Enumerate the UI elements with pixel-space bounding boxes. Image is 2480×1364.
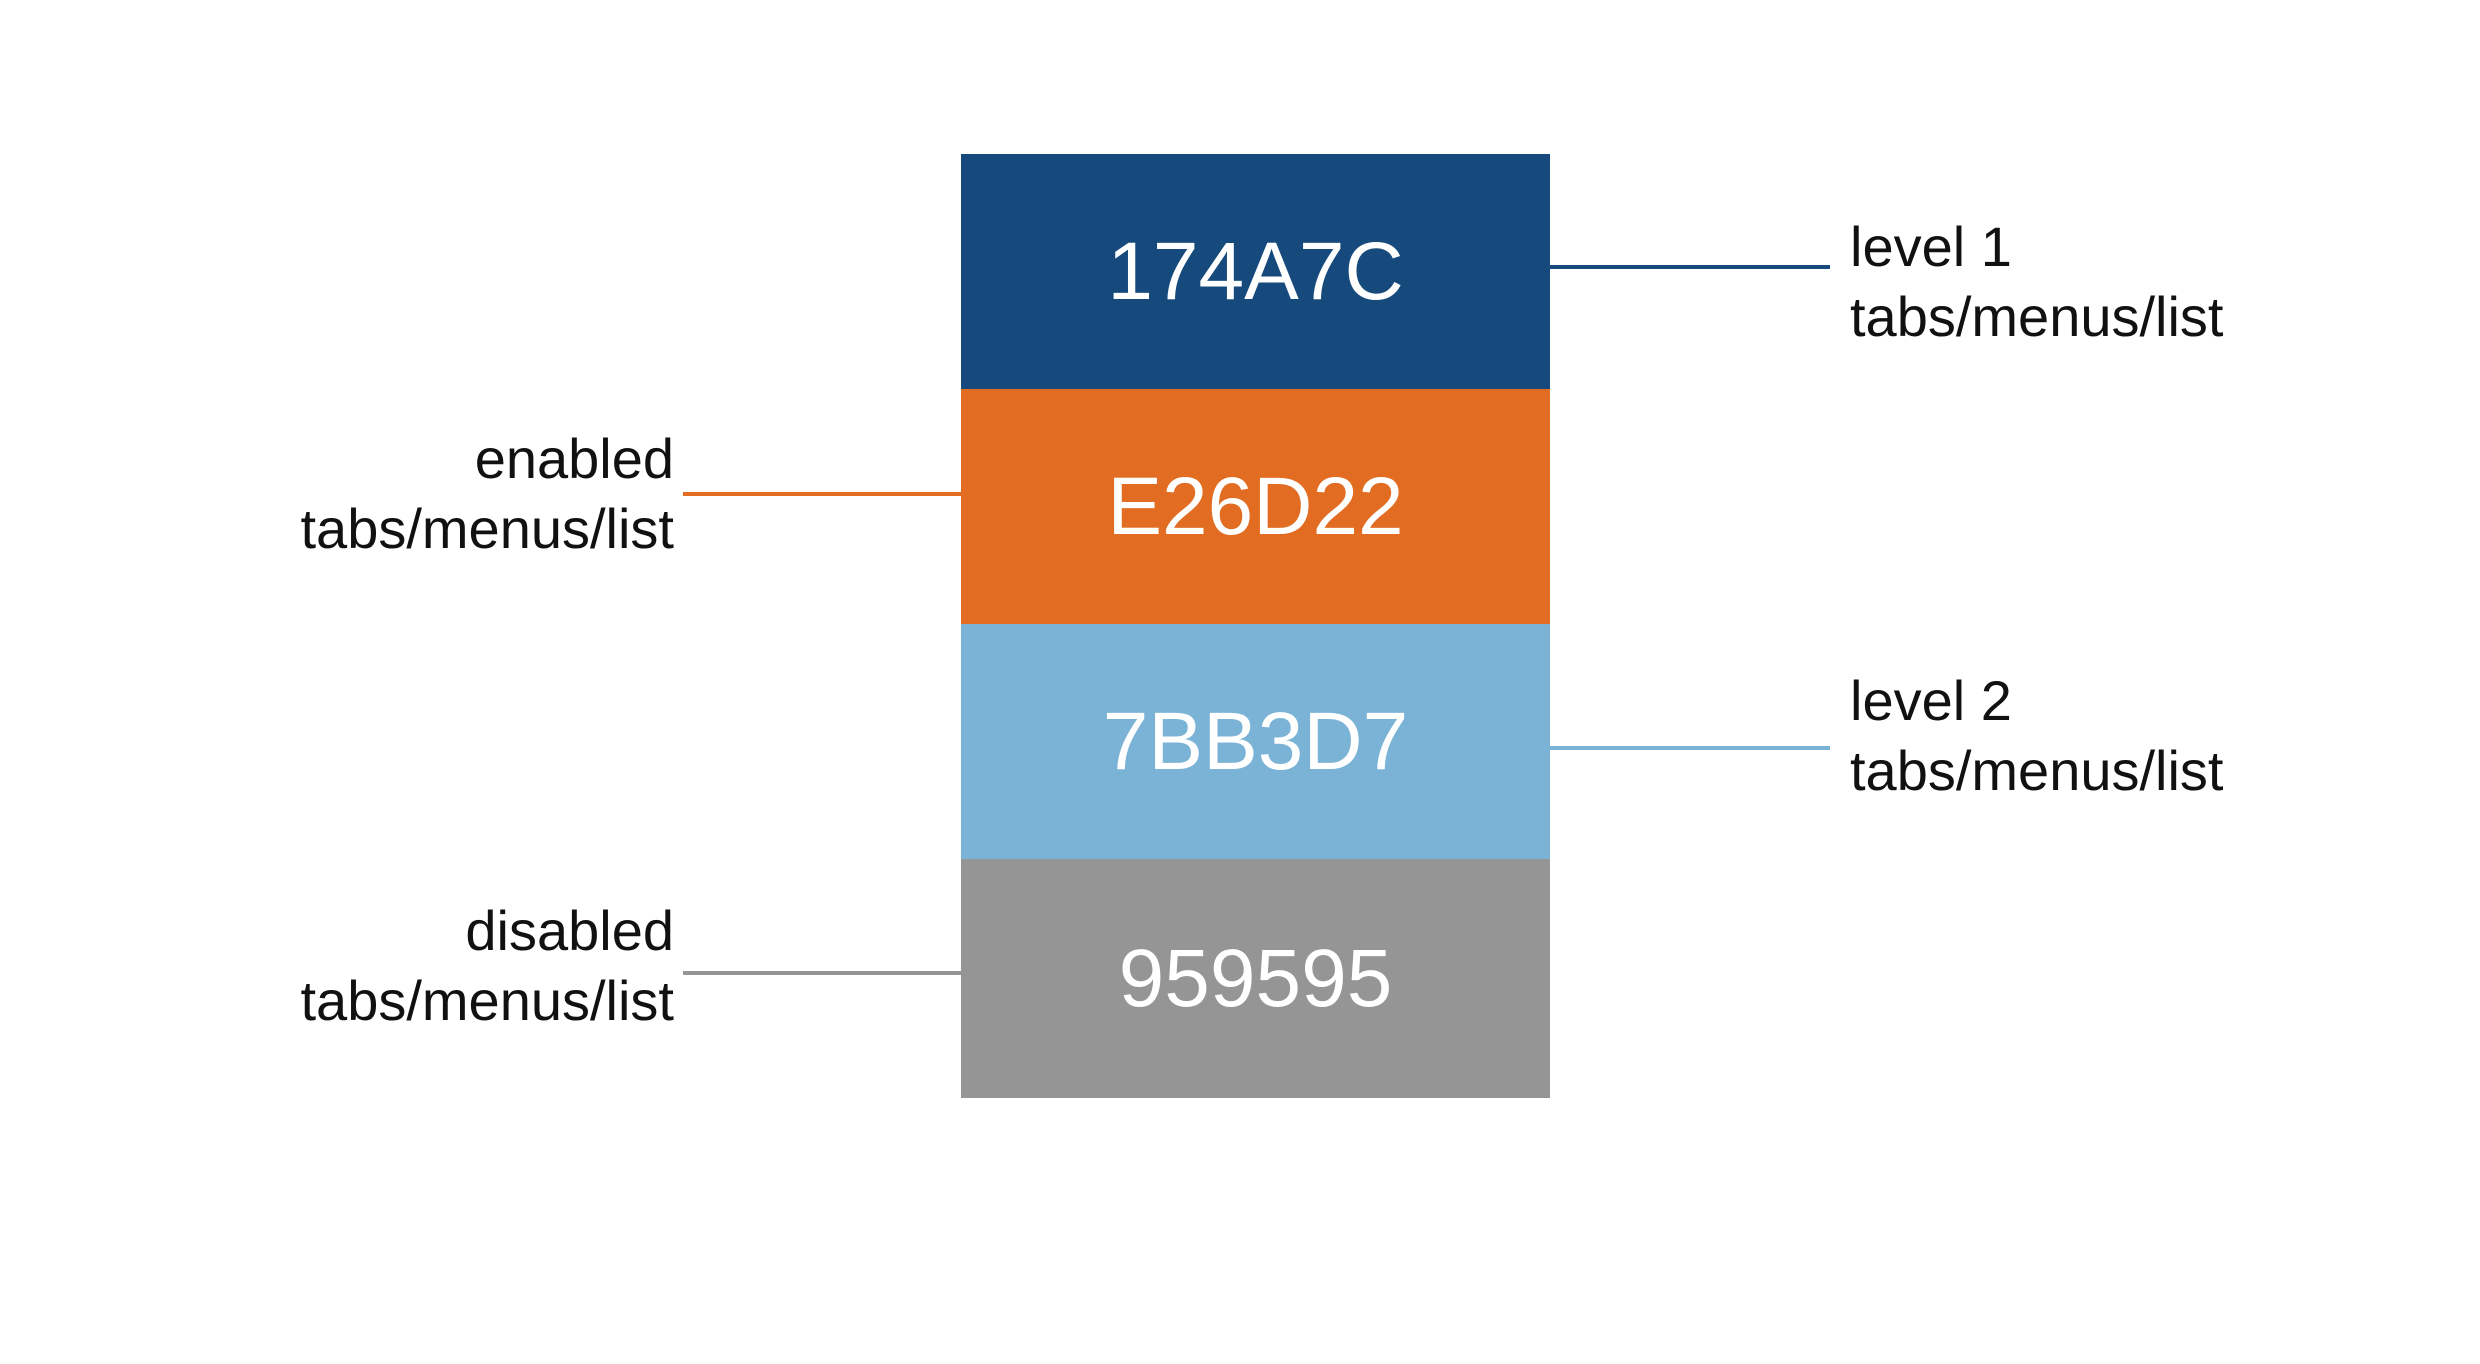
label-disabled: disabled tabs/menus/list <box>301 896 675 1036</box>
label-line: tabs/menus/list <box>1850 285 2224 348</box>
label-enabled: enabled tabs/menus/list <box>301 424 675 564</box>
connector-enabled <box>683 492 961 496</box>
label-line: tabs/menus/list <box>300 497 675 560</box>
label-line: enabled <box>474 427 674 490</box>
swatch-959595: 959595 <box>961 859 1550 1098</box>
label-level2: level 2 tabs/menus/list <box>1850 666 2224 806</box>
label-line: disabled <box>465 899 674 962</box>
swatch-code: 174A7C <box>1107 225 1404 317</box>
label-line: tabs/menus/list <box>1850 739 2224 802</box>
swatch-e26d22: E26D22 <box>961 389 1550 624</box>
label-line: tabs/menus/list <box>300 969 675 1032</box>
connector-disabled <box>683 971 961 975</box>
swatch-174a7c: 174A7C <box>961 154 1550 389</box>
swatch-code: E26D22 <box>1107 460 1404 552</box>
connector-level1 <box>1550 265 1830 269</box>
swatch-7bb3d7: 7BB3D7 <box>961 624 1550 859</box>
color-swatch-stack: 174A7C E26D22 7BB3D7 959595 <box>961 154 1550 1098</box>
label-line: level 2 <box>1850 669 2012 732</box>
swatch-code: 7BB3D7 <box>1102 695 1409 787</box>
label-level1: level 1 tabs/menus/list <box>1850 212 2224 352</box>
label-line: level 1 <box>1850 215 2012 278</box>
connector-level2 <box>1550 746 1830 750</box>
swatch-code: 959595 <box>1118 932 1393 1024</box>
